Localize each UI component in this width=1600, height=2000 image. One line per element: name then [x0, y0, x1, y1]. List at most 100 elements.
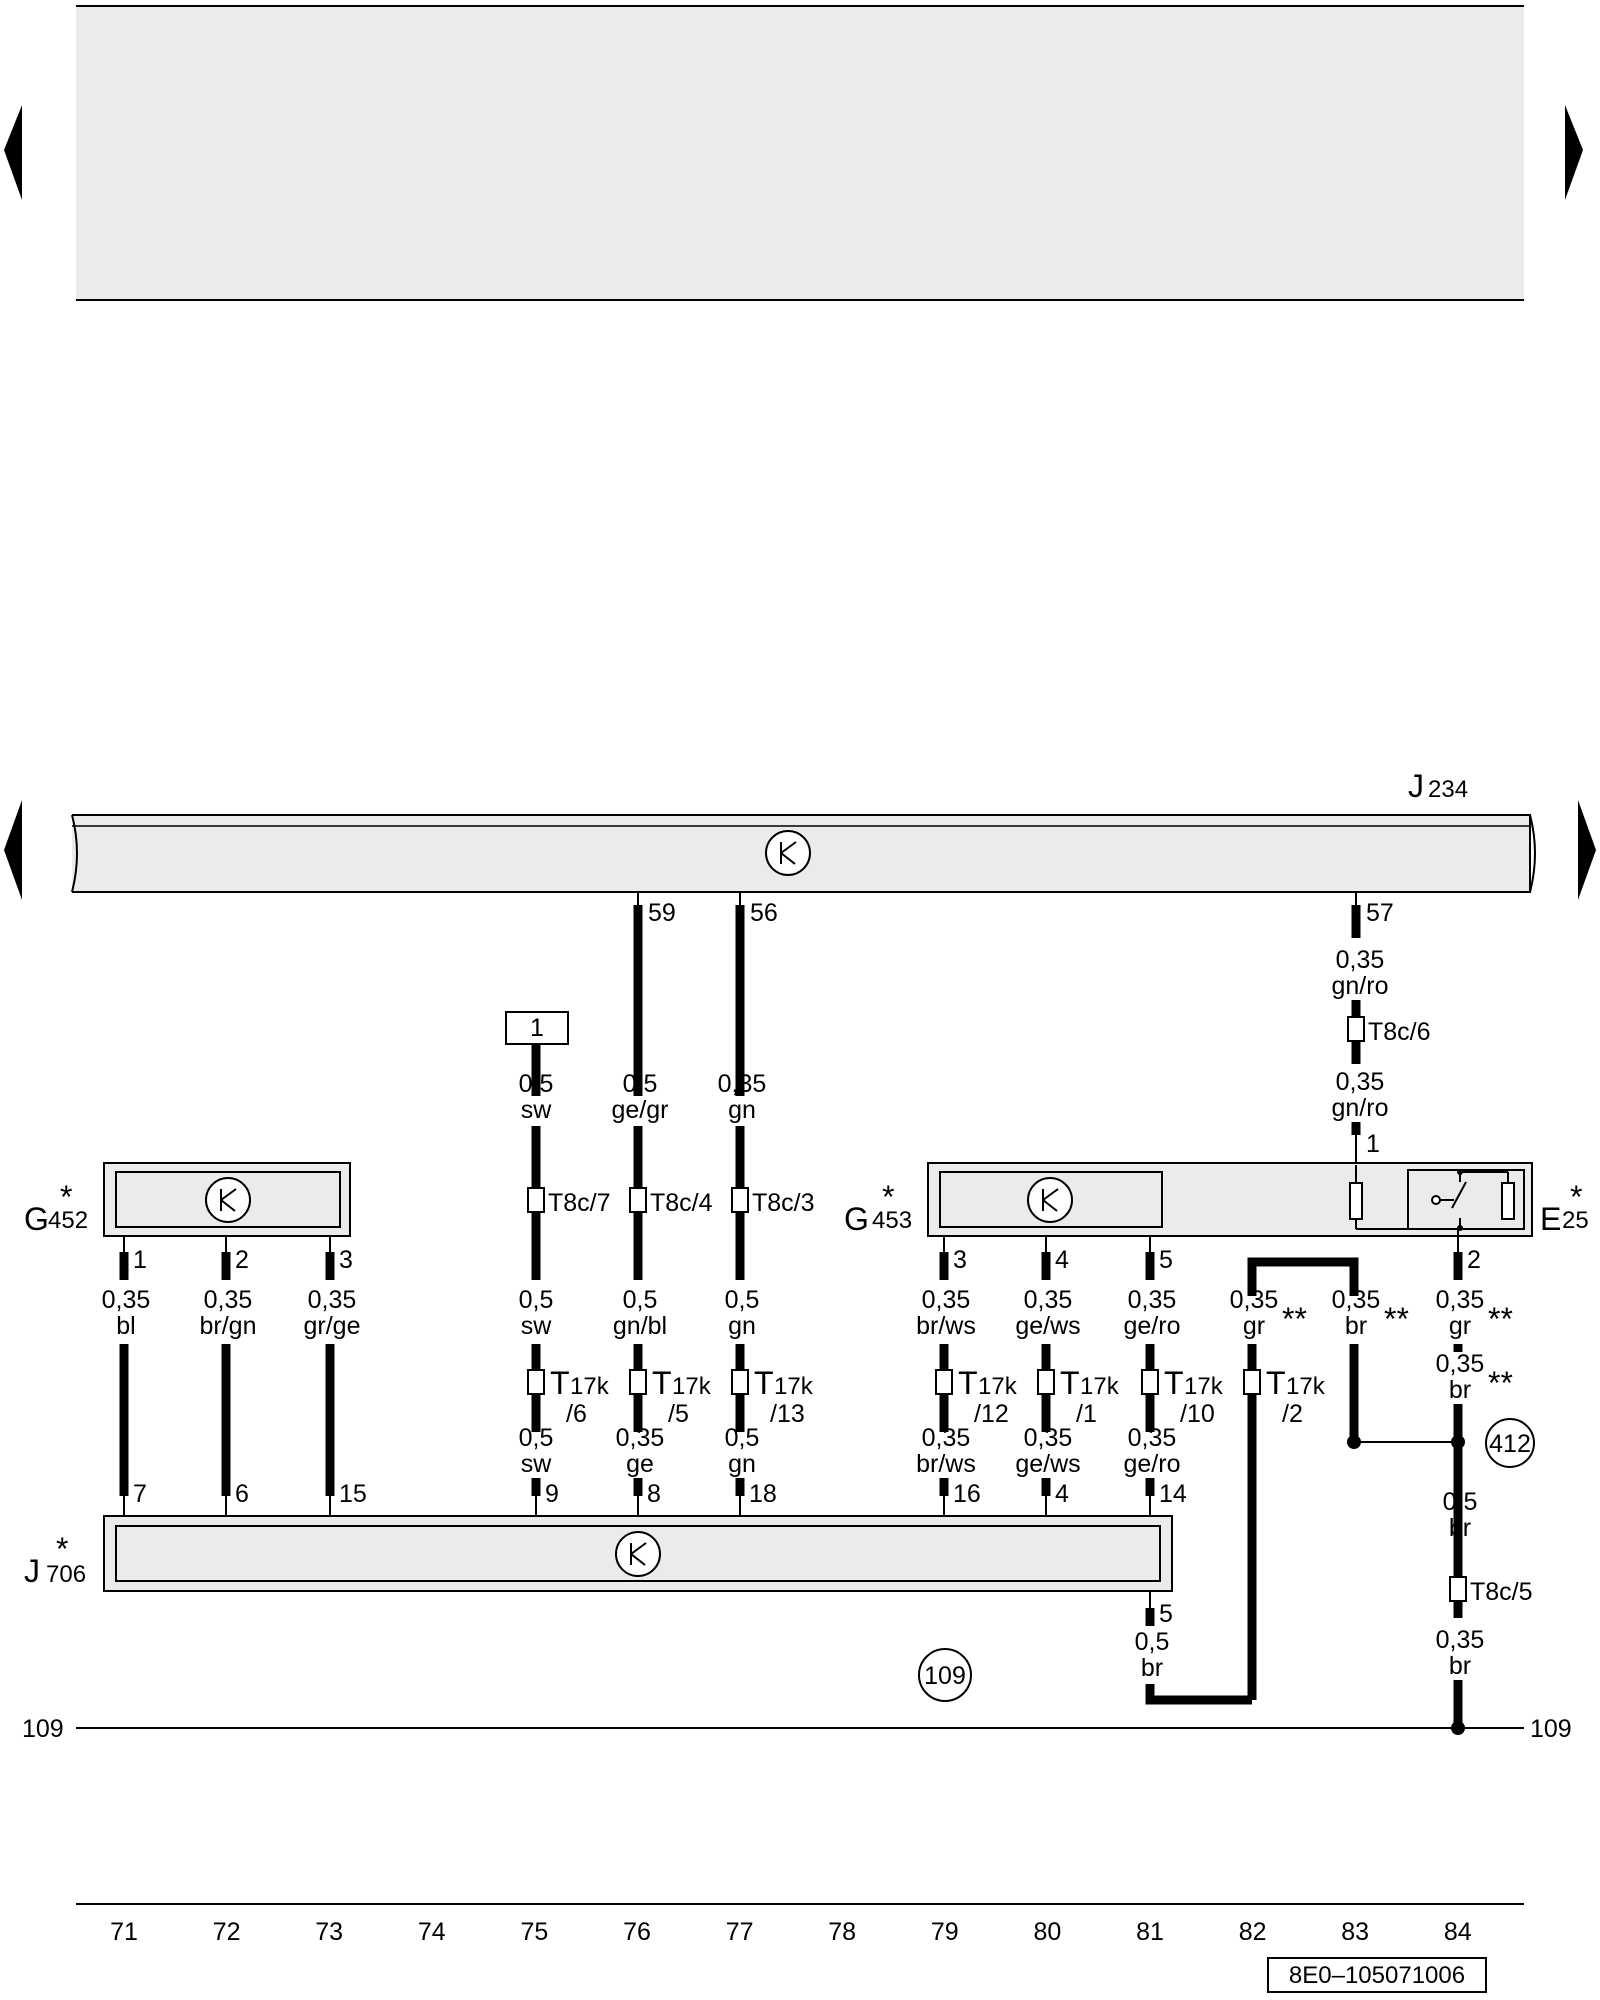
connector-t17k-row: T 17k /6 T 17k /5 T 17k /13 T 17k /12 T …: [527, 1365, 1326, 1428]
track-number: 72: [213, 1918, 241, 1946]
svg-text:4: 4: [1055, 1480, 1069, 1508]
svg-text:T: T: [1266, 1365, 1286, 1401]
svg-text:0,35: 0,35: [1024, 1286, 1073, 1314]
svg-text:0,5: 0,5: [519, 1070, 554, 1098]
svg-text:br/ws: br/ws: [916, 1450, 976, 1478]
j234-sub: 234: [1428, 776, 1468, 803]
svg-text:ge: ge: [626, 1450, 654, 1478]
svg-text:0,35: 0,35: [1336, 946, 1385, 974]
svg-text:0,35: 0,35: [204, 1286, 253, 1314]
svg-text:T: T: [652, 1365, 672, 1401]
svg-text:br/ws: br/ws: [916, 1312, 976, 1340]
ground-point-412: [1485, 1418, 1535, 1468]
svg-text:17k: 17k: [774, 1373, 814, 1400]
svg-text:ge/ws: ge/ws: [1015, 1312, 1080, 1340]
resistor-icon: [1501, 1182, 1515, 1220]
svg-text:5: 5: [1159, 1246, 1173, 1274]
svg-text:0,5: 0,5: [725, 1286, 760, 1314]
svg-text:0,35: 0,35: [1128, 1424, 1177, 1452]
connector-t8c-row: T8c/7 T8c/4 T8c/3 T8c/6 T8c/5: [527, 1016, 1533, 1606]
pin-label: 59: [648, 899, 676, 927]
svg-text:8: 8: [647, 1480, 661, 1508]
svg-text:0,35: 0,35: [922, 1286, 971, 1314]
svg-text:25: 25: [1562, 1207, 1589, 1234]
svg-text:br: br: [1141, 1654, 1163, 1682]
ground-point-109: [918, 1648, 972, 1702]
svg-text:0,5: 0,5: [519, 1286, 554, 1314]
svg-text:gr: gr: [1243, 1312, 1265, 1340]
pin-label: 56: [750, 899, 778, 927]
next-page-arrow-icon[interactable]: [1565, 105, 1583, 200]
svg-text:sw: sw: [521, 1450, 553, 1478]
svg-text:**: **: [1384, 1301, 1409, 1337]
svg-text:0,5: 0,5: [1135, 1628, 1170, 1656]
svg-text:453: 453: [872, 1207, 912, 1234]
svg-text:16: 16: [953, 1480, 981, 1508]
svg-text:**: **: [1488, 1301, 1513, 1337]
bus-left-label: 109: [22, 1715, 64, 1743]
svg-text:G: G: [844, 1201, 869, 1237]
svg-text:17k: 17k: [570, 1373, 610, 1400]
svg-text:T8c/4: T8c/4: [650, 1189, 713, 1217]
prev-page-arrow-icon[interactable]: [4, 105, 22, 200]
pin-label: 57: [1366, 899, 1394, 927]
svg-text:6: 6: [235, 1480, 249, 1508]
svg-text:0,35: 0,35: [718, 1070, 767, 1098]
svg-text:T: T: [1060, 1365, 1080, 1401]
j234-label: J: [1408, 768, 1424, 804]
svg-text:2: 2: [235, 1246, 249, 1274]
svg-text:1: 1: [1366, 1130, 1380, 1158]
svg-text:gr: gr: [1449, 1312, 1471, 1340]
svg-text:T: T: [550, 1365, 570, 1401]
svg-text:gn: gn: [728, 1312, 756, 1340]
resistor-icon: [1349, 1182, 1363, 1220]
svg-text:5: 5: [1159, 1600, 1173, 1628]
track-number: 78: [828, 1918, 856, 1946]
component-j706: J * 706: [24, 1515, 1173, 1592]
svg-text:gn/bl: gn/bl: [613, 1312, 667, 1340]
track-number: 75: [520, 1918, 548, 1946]
svg-text:*: *: [60, 1179, 72, 1215]
svg-text:0,35: 0,35: [1230, 1286, 1279, 1314]
svg-text:9: 9: [545, 1480, 559, 1508]
svg-text:*: *: [56, 1531, 68, 1567]
svg-text:14: 14: [1159, 1480, 1187, 1508]
svg-text:412: 412: [1489, 1430, 1531, 1458]
svg-text:sw: sw: [521, 1096, 553, 1124]
svg-text:0,5: 0,5: [623, 1286, 658, 1314]
doc-id-box: [1267, 1957, 1487, 1993]
electronic-module-icon: [615, 1531, 661, 1577]
svg-text:3: 3: [339, 1246, 353, 1274]
svg-text:0,35: 0,35: [1024, 1424, 1073, 1452]
svg-text:ge/ws: ge/ws: [1015, 1450, 1080, 1478]
svg-text:452: 452: [48, 1207, 88, 1234]
reference-box-label: 1: [530, 1014, 544, 1042]
svg-text:18: 18: [749, 1480, 777, 1508]
next-page-arrow-icon-lower[interactable]: [1578, 800, 1596, 900]
svg-text:0,5: 0,5: [623, 1070, 658, 1098]
svg-text:17k: 17k: [1184, 1373, 1224, 1400]
track-number: 77: [726, 1918, 754, 1946]
svg-text:ge/ro: ge/ro: [1124, 1312, 1181, 1340]
svg-text:J: J: [24, 1553, 40, 1589]
svg-text:gn: gn: [728, 1450, 756, 1478]
svg-text:**: **: [1488, 1365, 1513, 1401]
svg-text:0,5: 0,5: [725, 1424, 760, 1452]
svg-text:T8c/6: T8c/6: [1368, 1018, 1431, 1046]
electronic-module-icon: [765, 830, 811, 876]
svg-text:T8c/7: T8c/7: [548, 1189, 611, 1217]
svg-text:109: 109: [924, 1662, 966, 1690]
component-g453-e25: G * 453 E * 25: [844, 1162, 1589, 1237]
svg-text:T: T: [1164, 1365, 1184, 1401]
svg-text:gn: gn: [728, 1096, 756, 1124]
prev-page-arrow-icon-lower[interactable]: [4, 800, 22, 900]
svg-text:/5: /5: [668, 1400, 689, 1428]
reference-box: [505, 1011, 569, 1045]
track-number: 84: [1444, 1918, 1472, 1946]
svg-text:0,35: 0,35: [922, 1424, 971, 1452]
svg-text:17k: 17k: [1286, 1373, 1326, 1400]
svg-text:1: 1: [133, 1246, 147, 1274]
svg-text:gr/ge: gr/ge: [304, 1312, 361, 1340]
svg-text:0,5: 0,5: [519, 1424, 554, 1452]
